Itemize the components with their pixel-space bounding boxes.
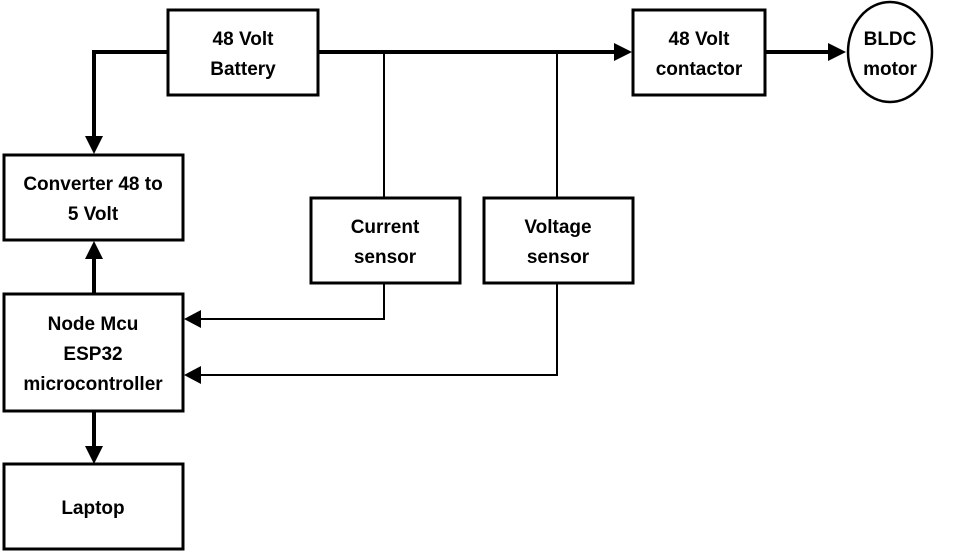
contactor-label-line2: contactor [656, 59, 743, 80]
node-motor: BLDC motor [846, 0, 934, 104]
node-converter: Converter 48 to 5 Volt [2, 153, 185, 242]
mcu-label-line1: Node Mcu [48, 314, 139, 335]
arrowhead-contactor [614, 43, 632, 61]
node-mcu: Node Mcu ESP32 microcontroller [2, 292, 185, 413]
battery-label-line1: 48 Volt [213, 29, 275, 50]
edge-current-sensor-to-mcu [201, 283, 385, 320]
voltage-sensor-label-line2: sensor [527, 247, 590, 268]
edge-battery-to-converter [92, 50, 168, 136]
laptop-label: Laptop [61, 498, 124, 519]
voltage-sensor-label-line1: Voltage [524, 217, 591, 238]
node-battery: 48 Volt Battery [166, 8, 320, 97]
mcu-label-line3: microcontroller [23, 374, 163, 395]
battery-label-line2: Battery [210, 59, 276, 80]
arrowhead-mcu-voltage [184, 366, 201, 384]
motor-label-line1: BLDC [864, 29, 917, 50]
node-contactor: 48 Volt contactor [631, 8, 767, 97]
arrowhead-converter-top [85, 136, 103, 154]
arrowhead-motor [828, 43, 846, 61]
contactor-label-line1: 48 Volt [669, 29, 731, 50]
current-sensor-label-line1: Current [351, 217, 420, 238]
converter-label-line2: 5 Volt [68, 204, 119, 225]
converter-label-line1: Converter 48 to [23, 174, 162, 195]
arrowhead-mcu-current [184, 310, 201, 328]
mcu-label-line2: ESP32 [63, 344, 122, 365]
motor-label-line2: motor [863, 59, 917, 80]
node-laptop: Laptop [2, 462, 185, 551]
node-voltage-sensor: Voltage sensor [482, 196, 635, 285]
arrowhead-converter-bottom [85, 241, 103, 259]
node-current-sensor: Current sensor [309, 196, 462, 285]
current-sensor-label-line2: sensor [354, 247, 417, 268]
edge-voltage-sensor-to-mcu [201, 283, 558, 376]
arrowhead-laptop [85, 446, 103, 464]
